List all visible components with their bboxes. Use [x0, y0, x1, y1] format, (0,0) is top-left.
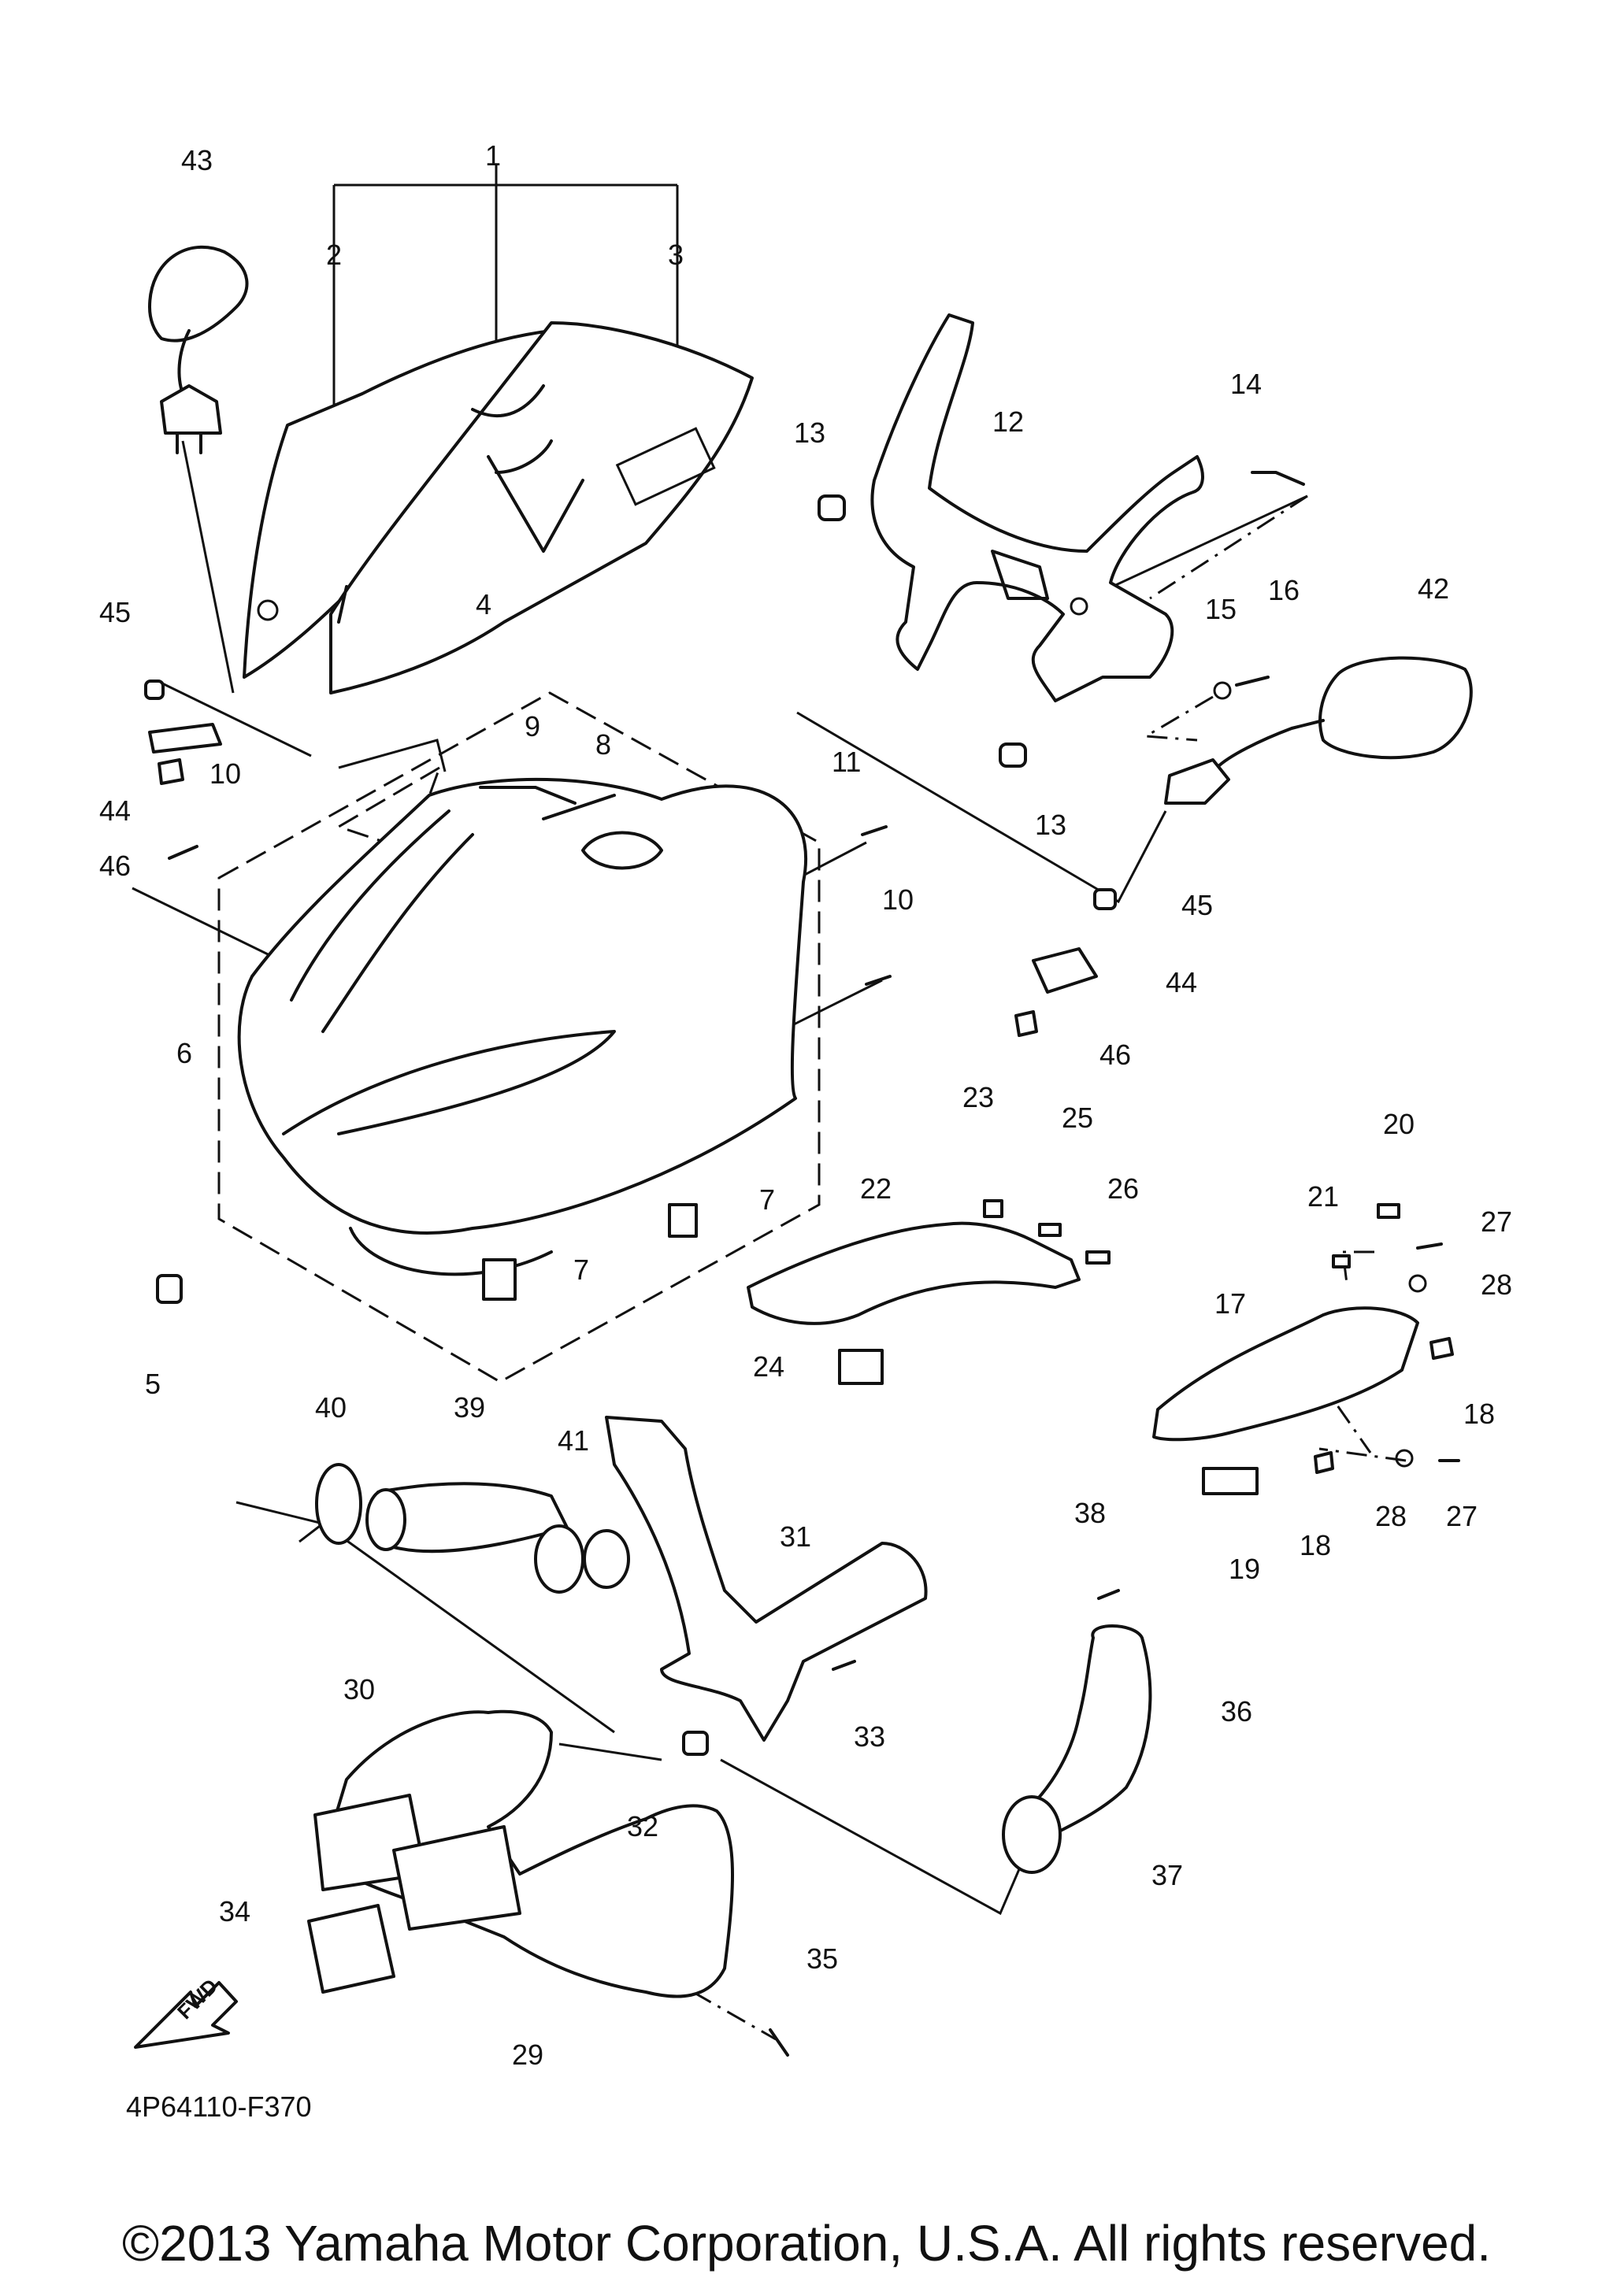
- diagram-code: 4P64110-F370: [126, 2090, 312, 2123]
- callout-45a: 45: [99, 596, 131, 628]
- callout-22: 22: [860, 1172, 892, 1205]
- callout-8: 8: [595, 728, 611, 761]
- callout-1: 1: [485, 139, 501, 172]
- callout-46a: 46: [99, 850, 131, 882]
- callout-18b: 18: [1300, 1529, 1331, 1561]
- intake-hose-part: [1002, 1624, 1152, 1874]
- callout-10a: 10: [210, 757, 241, 790]
- callout-28a: 28: [1481, 1268, 1512, 1301]
- callout-numbers: 1 2 3 4 5 6 7 7 8 9 10 10 11 12 13 13 14…: [99, 139, 1512, 2071]
- callout-35: 35: [806, 1942, 838, 1975]
- callout-13b: 13: [1035, 809, 1066, 841]
- callout-44b: 44: [1166, 966, 1197, 998]
- callout-46b: 46: [1099, 1039, 1131, 1071]
- callout-27a: 27: [1481, 1205, 1512, 1238]
- cowling-stay-lower-part: [605, 1416, 928, 1742]
- callout-43: 43: [181, 144, 213, 176]
- callout-9: 9: [525, 710, 540, 742]
- callout-18a: 18: [1463, 1398, 1495, 1430]
- hardware-parts: [144, 471, 1460, 2057]
- callout-11: 11: [832, 746, 861, 778]
- callout-40: 40: [315, 1391, 347, 1424]
- callout-39: 39: [454, 1391, 485, 1424]
- callout-16: 16: [1268, 574, 1300, 606]
- callout-19: 19: [1229, 1553, 1260, 1585]
- callout-44a: 44: [99, 794, 131, 827]
- callout-7a: 7: [573, 1254, 589, 1286]
- callout-25: 25: [1062, 1102, 1093, 1134]
- copyright-notice: ©2013 Yamaha Motor Corporation, U.S.A. A…: [121, 2215, 1492, 2272]
- callout-15: 15: [1205, 593, 1237, 625]
- callout-26: 26: [1107, 1172, 1139, 1205]
- callout-24: 24: [753, 1350, 784, 1383]
- mirror-right-part: [1164, 656, 1473, 805]
- callout-36: 36: [1221, 1695, 1252, 1728]
- callout-41: 41: [558, 1424, 589, 1457]
- callout-30: 30: [343, 1673, 375, 1705]
- callout-32: 32: [627, 1810, 658, 1842]
- mirror-left-part: [148, 245, 249, 454]
- callout-5: 5: [145, 1368, 161, 1400]
- callout-12: 12: [992, 406, 1024, 438]
- callout-6: 6: [176, 1037, 192, 1069]
- callout-29: 29: [512, 2039, 543, 2071]
- side-panel-part: [1152, 1306, 1419, 1442]
- callout-31: 31: [780, 1520, 811, 1553]
- callout-21: 21: [1307, 1180, 1339, 1213]
- callout-2: 2: [326, 239, 342, 271]
- callout-38: 38: [1074, 1497, 1106, 1529]
- callout-28b: 28: [1375, 1500, 1407, 1532]
- callout-42: 42: [1418, 572, 1449, 605]
- air-duct-part: [315, 1463, 630, 1594]
- callout-33: 33: [854, 1720, 885, 1753]
- callout-4: 4: [476, 588, 491, 620]
- callout-45b: 45: [1181, 889, 1213, 921]
- callout-17: 17: [1214, 1287, 1246, 1320]
- windshield-part: [243, 321, 754, 694]
- callout-23: 23: [962, 1081, 994, 1113]
- callout-13a: 13: [794, 417, 825, 449]
- callout-20: 20: [1383, 1108, 1415, 1140]
- callout-37: 37: [1151, 1859, 1183, 1891]
- callout-3: 3: [668, 239, 684, 271]
- fwd-arrow: FWD: [134, 1974, 238, 2049]
- callout-10b: 10: [882, 883, 914, 916]
- ram-air-duct-part: [307, 1709, 734, 1998]
- callout-14: 14: [1230, 368, 1262, 400]
- cowling-stay-part: [870, 313, 1204, 702]
- callout-27b: 27: [1446, 1500, 1478, 1532]
- upper-cowling-part: [237, 777, 808, 1276]
- callout-34: 34: [219, 1895, 250, 1928]
- inner-panel-part: [747, 1221, 1081, 1325]
- callout-7b: 7: [759, 1183, 775, 1216]
